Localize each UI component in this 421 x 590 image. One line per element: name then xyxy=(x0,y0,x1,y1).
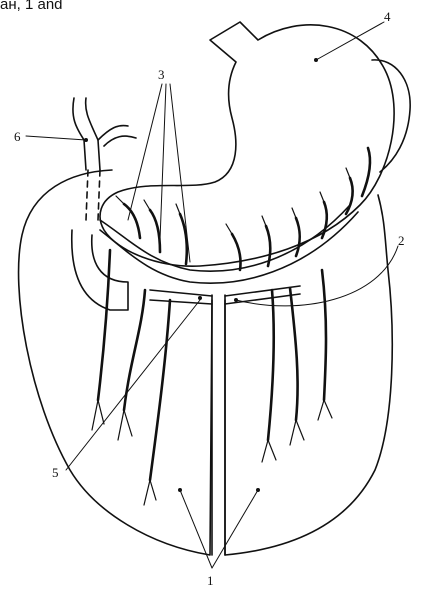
horizontal-vessel-lower xyxy=(150,300,212,304)
leader-6 xyxy=(26,136,86,140)
label-2: 2 xyxy=(398,234,405,247)
label-6: 6 xyxy=(14,130,21,143)
leader-3c xyxy=(170,84,190,262)
leader-1b xyxy=(212,490,258,568)
leader-5 xyxy=(66,300,200,470)
leader-3b xyxy=(160,84,166,240)
leader-4 xyxy=(316,22,384,60)
hepatic-artery xyxy=(73,98,86,170)
leader-3a xyxy=(128,84,162,220)
branch-up-2 xyxy=(150,210,160,252)
horizontal-vessel-right xyxy=(225,286,300,296)
branch-up-7 xyxy=(322,202,327,238)
branch-up-4 xyxy=(232,234,241,270)
branch-down-3 xyxy=(150,300,170,480)
label-5: 5 xyxy=(52,466,59,479)
artery-branch-right-2 xyxy=(104,136,136,146)
vessel-dashed-1 xyxy=(86,170,88,220)
hepatic-artery-2 xyxy=(86,98,100,170)
branch-down-1 xyxy=(98,250,110,400)
stomach-outline xyxy=(100,22,394,266)
branch-up-5 xyxy=(266,226,270,266)
branch-down-4 xyxy=(268,290,274,440)
branch-up-9 xyxy=(362,148,370,196)
branch-down-6 xyxy=(322,270,326,400)
duodenum xyxy=(72,230,128,310)
label-4: 4 xyxy=(384,10,391,23)
horizontal-vessel-upper xyxy=(150,290,212,296)
leader-1a xyxy=(180,490,212,568)
branch-up-1 xyxy=(124,204,140,238)
gastroepiploic-arcade-upper xyxy=(100,205,350,271)
label-1: 1 xyxy=(207,574,214,587)
label-3: 3 xyxy=(158,68,165,81)
branch-down-5 xyxy=(290,288,298,420)
spleen-lobe xyxy=(372,60,410,172)
branch-up-6 xyxy=(296,218,300,256)
artery-branch-right xyxy=(98,126,128,140)
omentum-outline-right xyxy=(225,195,392,555)
